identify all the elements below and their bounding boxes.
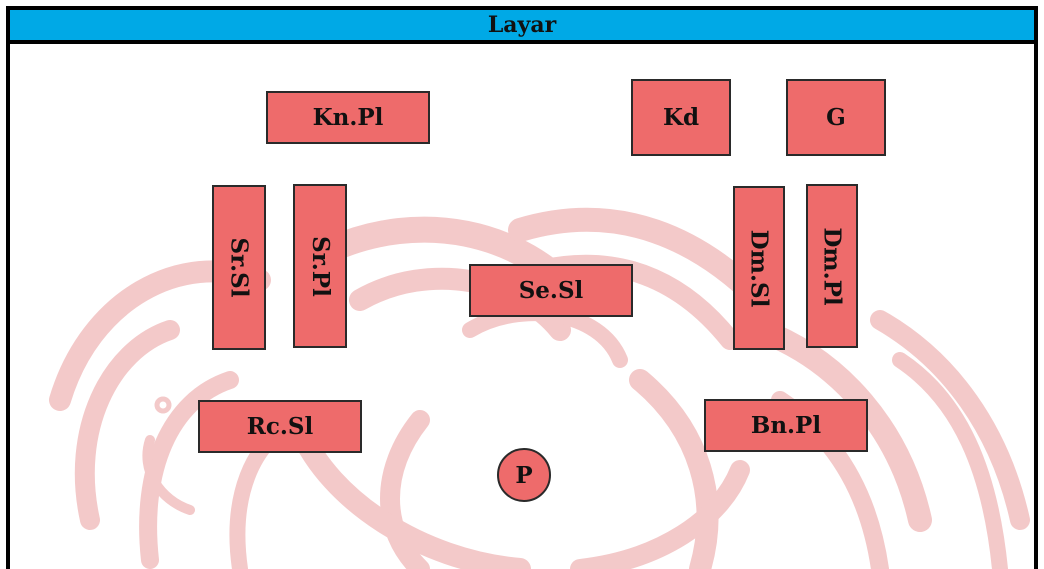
seat-label: G bbox=[826, 104, 846, 131]
room-border-right bbox=[1034, 6, 1038, 569]
seat-rc-sl: Rc.Sl bbox=[198, 400, 362, 453]
room-border-left bbox=[6, 6, 10, 569]
seat-label: Sr.Sl bbox=[225, 237, 253, 298]
seat-g: G bbox=[786, 79, 886, 156]
seat-bn-pl: Bn.Pl bbox=[704, 399, 868, 452]
seat-label: Se.Sl bbox=[518, 277, 584, 304]
seat-label: Dm.Sl bbox=[745, 229, 773, 307]
seat-dm-sl: Dm.Sl bbox=[733, 186, 785, 350]
seat-label: P bbox=[515, 461, 533, 489]
seat-label: Rc.Sl bbox=[246, 413, 314, 440]
seat-dm-pl: Dm.Pl bbox=[806, 184, 858, 348]
seat-se-sl: Se.Sl bbox=[469, 264, 633, 317]
screen-title: Layar bbox=[487, 12, 557, 38]
seat-kd: Kd bbox=[631, 79, 731, 156]
seat-label: Dm.Pl bbox=[818, 226, 846, 306]
seat-kn-pl: Kn.Pl bbox=[266, 91, 430, 144]
seat-label: Kn.Pl bbox=[312, 104, 384, 131]
seat-sr-pl: Sr.Pl bbox=[293, 184, 347, 348]
seat-label: Sr.Pl bbox=[306, 235, 334, 297]
seat-label: Kd bbox=[662, 104, 700, 131]
seat-sr-sl: Sr.Sl bbox=[212, 185, 266, 350]
seat-label: Bn.Pl bbox=[750, 412, 822, 439]
screen-banner: Layar bbox=[6, 6, 1038, 44]
seat-p: P bbox=[497, 448, 551, 502]
